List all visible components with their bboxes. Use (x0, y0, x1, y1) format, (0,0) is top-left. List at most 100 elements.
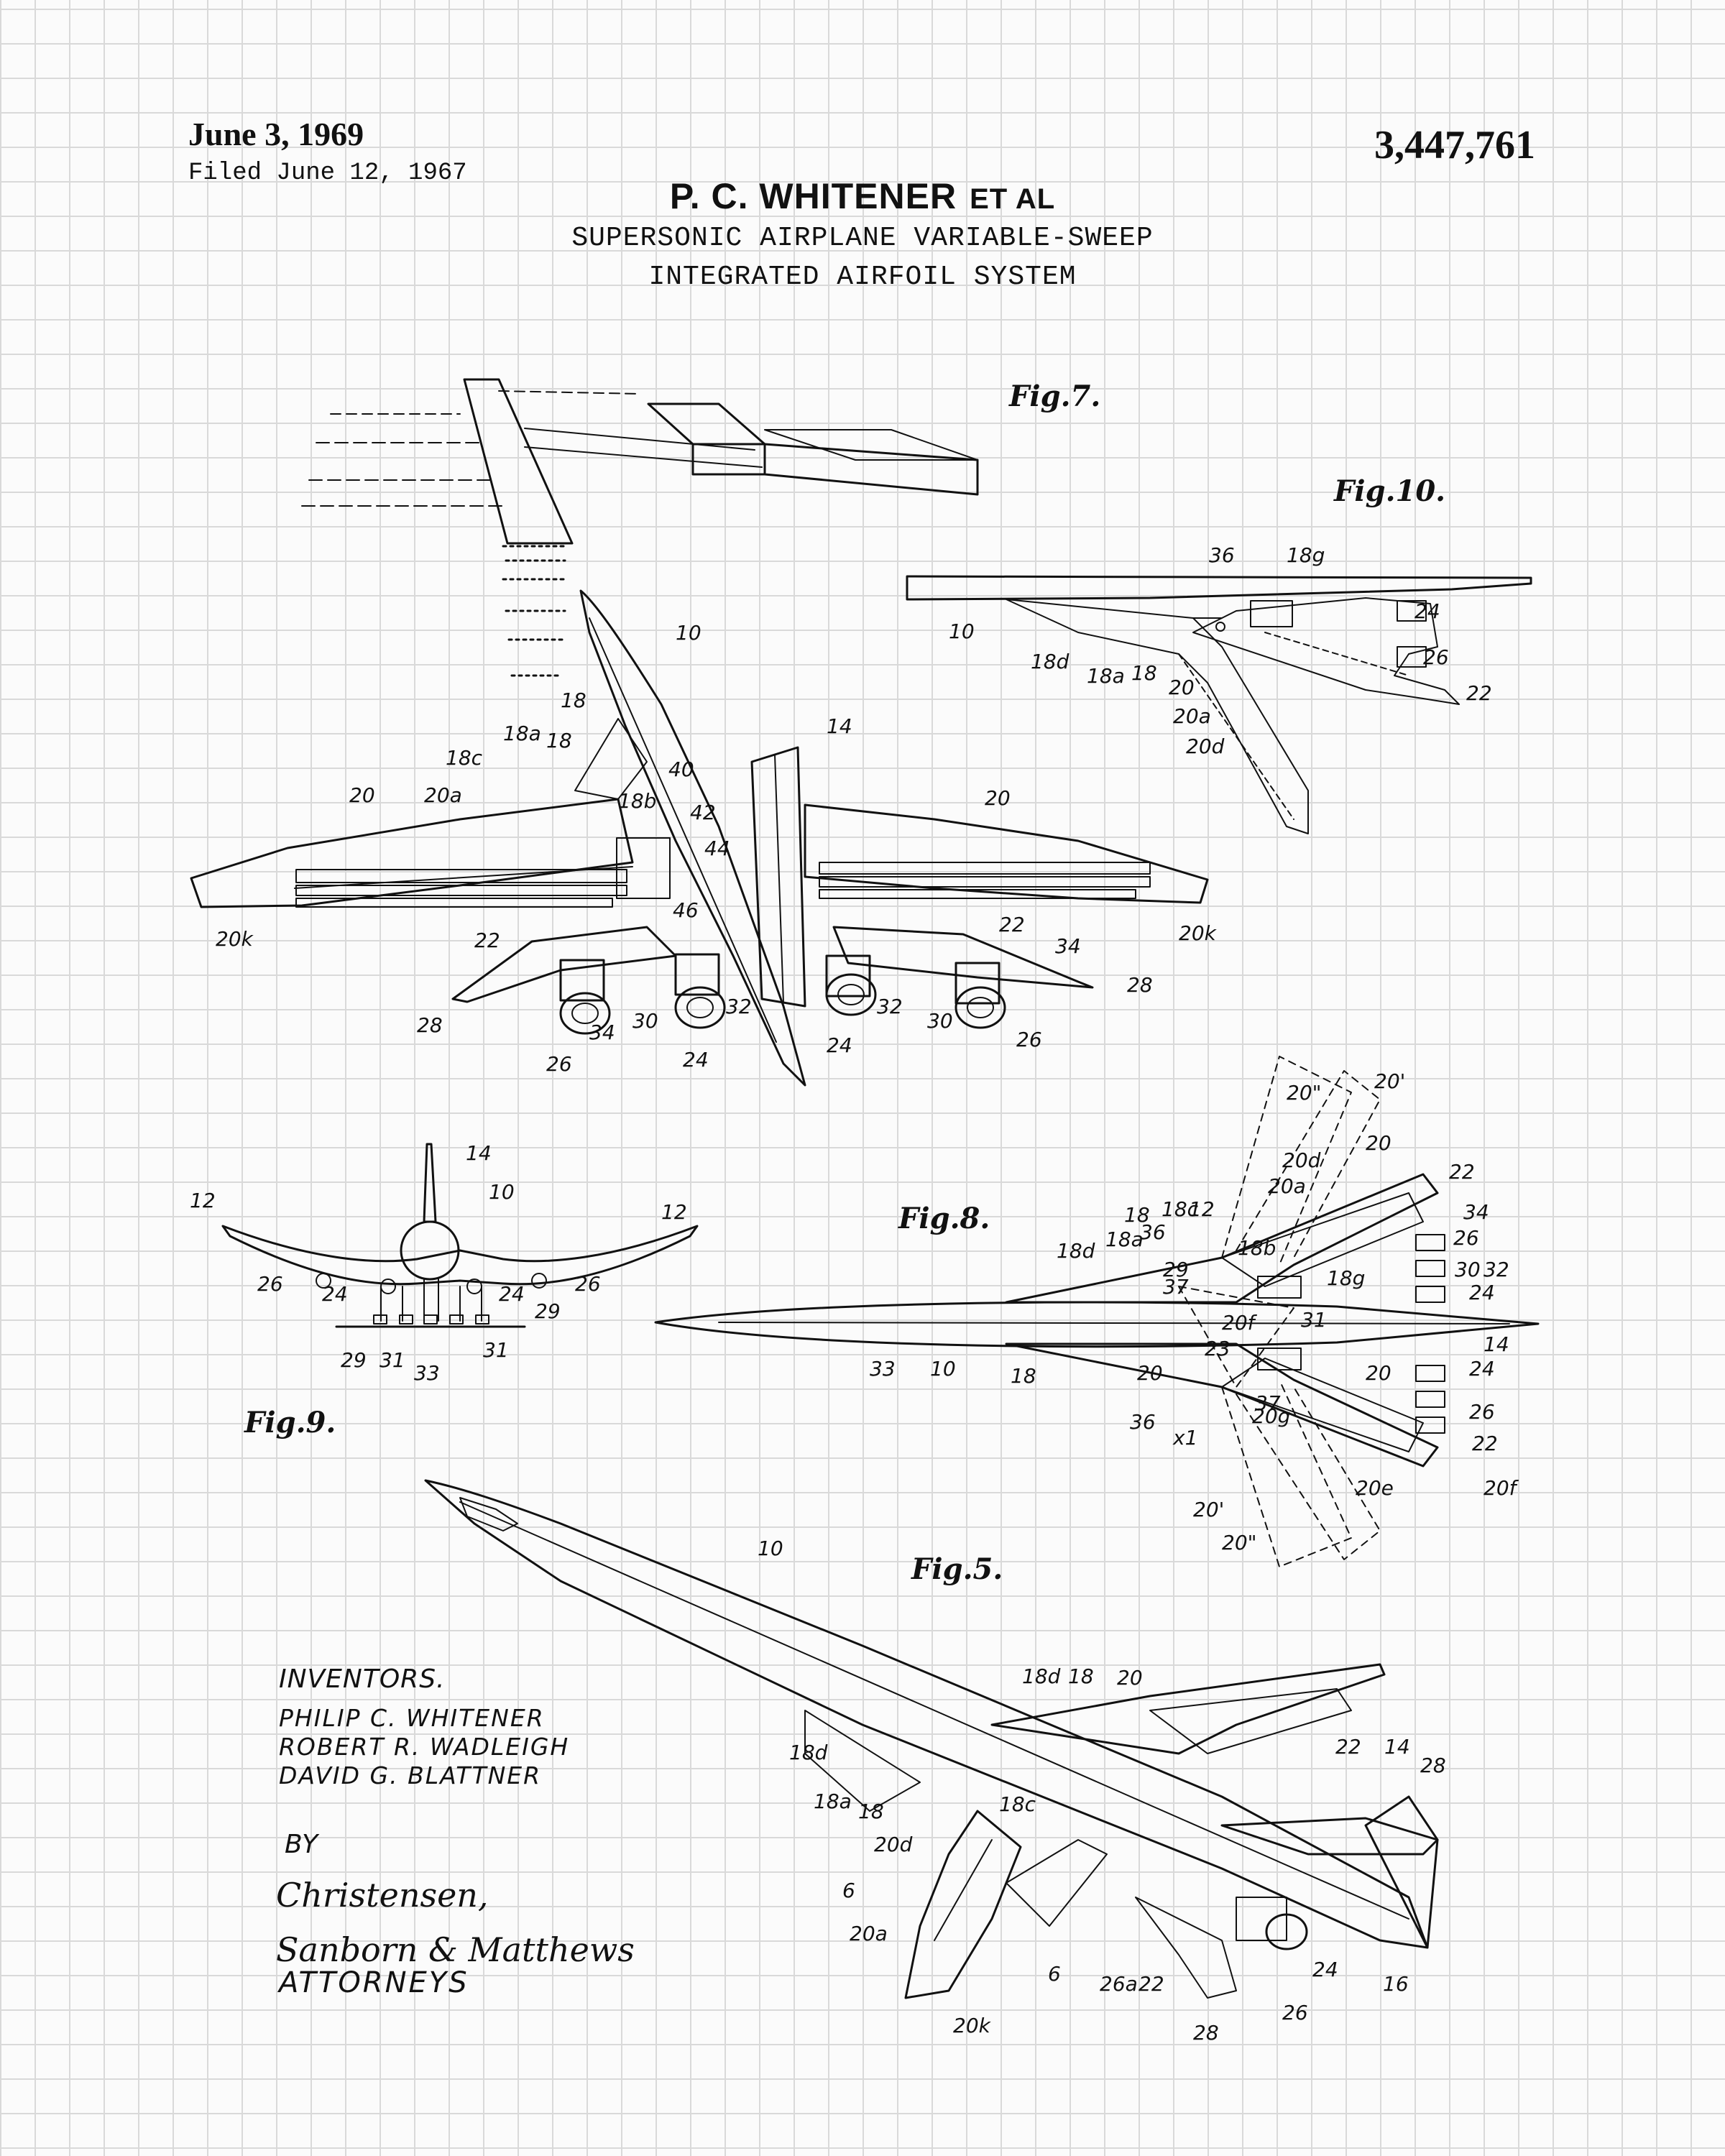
reference-numeral: 36 (1140, 1220, 1166, 1244)
reference-numeral: 37 (1163, 1275, 1189, 1299)
reference-numeral: 18c (999, 1792, 1036, 1816)
reference-numeral: 18g (1327, 1266, 1365, 1290)
reference-numeral: 24 (1312, 1958, 1338, 1981)
reference-numeral: 18b (1238, 1236, 1276, 1260)
fig8-top-view (654, 1056, 1540, 1567)
reference-numeral: 28 (417, 1013, 443, 1037)
reference-numeral: 18g (1287, 543, 1325, 567)
reference-numeral: 10 (758, 1537, 783, 1560)
inventor-1: PHILIP C. WHITENER (279, 1704, 545, 1732)
reference-numeral: 18a (1105, 1227, 1144, 1251)
fig5-perspective-airplane (424, 1479, 1439, 1999)
reference-numeral: 20" (1222, 1531, 1257, 1554)
reference-numeral: 18d (1022, 1664, 1061, 1688)
issue-date: June 3, 1969 (188, 116, 364, 152)
reference-numeral: 20k (953, 2014, 992, 2037)
reference-numeral: 32 (1484, 1258, 1509, 1281)
reference-numeral: 18c (446, 746, 483, 770)
reference-numeral: 12 (661, 1200, 687, 1224)
reference-numeral: 30 (632, 1009, 658, 1033)
fig10-label: Fig.10. (1334, 474, 1446, 508)
et-al: ET AL (970, 183, 1056, 215)
reference-numeral: 28 (1420, 1754, 1446, 1777)
reference-numeral: 20k (1179, 921, 1218, 945)
reference-numeral: 10 (676, 621, 702, 645)
reference-numeral: 37 (1255, 1391, 1281, 1415)
reference-numeral: 20g (1252, 1404, 1290, 1428)
by-label: BY (285, 1830, 318, 1859)
reference-numeral: 6 (1048, 1962, 1061, 1986)
reference-numeral: 6 (842, 1879, 855, 1902)
reference-numeral: 14 (827, 714, 852, 738)
reference-numeral: 10 (949, 619, 975, 643)
reference-numeral: 20d (874, 1833, 913, 1856)
fig7-label: Fig.7. (1009, 379, 1101, 413)
reference-numeral: 18 (1011, 1364, 1036, 1388)
reference-numeral: 20" (1287, 1081, 1322, 1105)
reference-numeral: 20' (1374, 1069, 1405, 1093)
filed-date: Filed June 12, 1967 (188, 160, 467, 187)
reference-numeral: 23 (1205, 1337, 1230, 1360)
reference-numeral: 20f (1484, 1476, 1519, 1500)
reference-numeral: 10 (489, 1180, 515, 1204)
reference-numeral: 20 (985, 786, 1011, 810)
reference-numeral: 28 (1193, 2021, 1219, 2045)
inventor-2: ROBERT R. WADLEIGH (279, 1733, 570, 1761)
reference-numeral: 18 (1068, 1664, 1094, 1688)
reference-numeral: 31 (380, 1348, 405, 1372)
reference-numeral: 22 (1138, 1972, 1164, 1996)
reference-numeral: 24 (683, 1048, 709, 1072)
attorney-signature-2: Sanborn & Matthews (276, 1930, 635, 1969)
reference-numeral: 18c (1162, 1197, 1199, 1221)
reference-numeral: 12 (190, 1189, 216, 1212)
reference-numeral: 44 (704, 837, 730, 860)
reference-numeral: 18b (618, 789, 656, 813)
fig5-label: Fig.5. (911, 1552, 1003, 1586)
reference-numeral: 18 (858, 1800, 884, 1823)
reference-numeral: 12 (1189, 1197, 1215, 1221)
reference-numeral: 24 (1414, 599, 1440, 623)
fig10-planform (906, 575, 1532, 834)
reference-numeral: 20 (349, 783, 375, 807)
reference-numeral: 32 (726, 995, 752, 1018)
reference-numeral: 24 (827, 1033, 852, 1057)
patent-title-line-1: SUPERSONIC AIRPLANE VARIABLE-SWEEP (571, 223, 1154, 254)
reference-numeral: 20f (1222, 1311, 1258, 1335)
reference-numeral: 20d (1186, 734, 1225, 758)
fig7-airflow-diagram (301, 378, 979, 677)
reference-numeral: 33 (870, 1357, 896, 1381)
reference-numeral: 20a (850, 1922, 888, 1945)
reference-numeral: 26 (575, 1272, 601, 1296)
reference-numeral: 22 (1472, 1432, 1498, 1455)
attorney-signature-1: Christensen, (276, 1876, 489, 1915)
reference-numeral: x1 (1172, 1426, 1197, 1450)
reference-numeral: 16 (1383, 1972, 1409, 1996)
reference-numeral: 33 (414, 1361, 440, 1385)
patent-title-line-2: INTEGRATED AIRFOIL SYSTEM (648, 262, 1077, 292)
reference-numeral: 20 (1366, 1131, 1392, 1155)
reference-numeral: 26 (1016, 1028, 1042, 1051)
inventors-block: INVENTORS. PHILIP C. WHITENER ROBERT R. … (279, 1664, 569, 1790)
reference-numeral: 18d (789, 1741, 828, 1764)
reference-numeral: 18 (1131, 661, 1157, 685)
inventor-3: DAVID G. BLATTNER (279, 1761, 542, 1789)
reference-numeral: 24 (1469, 1281, 1495, 1304)
inventors-heading: INVENTORS. (279, 1664, 446, 1694)
reference-numeral: 20 (1366, 1361, 1392, 1385)
reference-numeral: 22 (474, 929, 500, 952)
reference-numeral: 26a (1100, 1972, 1138, 1996)
reference-numeral: 14 (1484, 1332, 1509, 1356)
reference-numeral: 20a (424, 783, 462, 807)
reference-numeral: 18 (546, 729, 572, 752)
reference-numeral: 18d (1057, 1239, 1095, 1263)
reference-numeral: 20 (1137, 1361, 1163, 1385)
reference-numeral: 18a (1087, 664, 1125, 688)
reference-numeral: 32 (877, 995, 903, 1018)
reference-numeral: 18 (1124, 1203, 1150, 1227)
reference-numeral: 14 (466, 1141, 492, 1165)
reference-numeral: 10 (930, 1357, 956, 1381)
patent-number: 3,447,761 (1374, 123, 1535, 167)
reference-numeral: 31 (483, 1338, 509, 1362)
main-airplane-perspective (190, 589, 1209, 1087)
